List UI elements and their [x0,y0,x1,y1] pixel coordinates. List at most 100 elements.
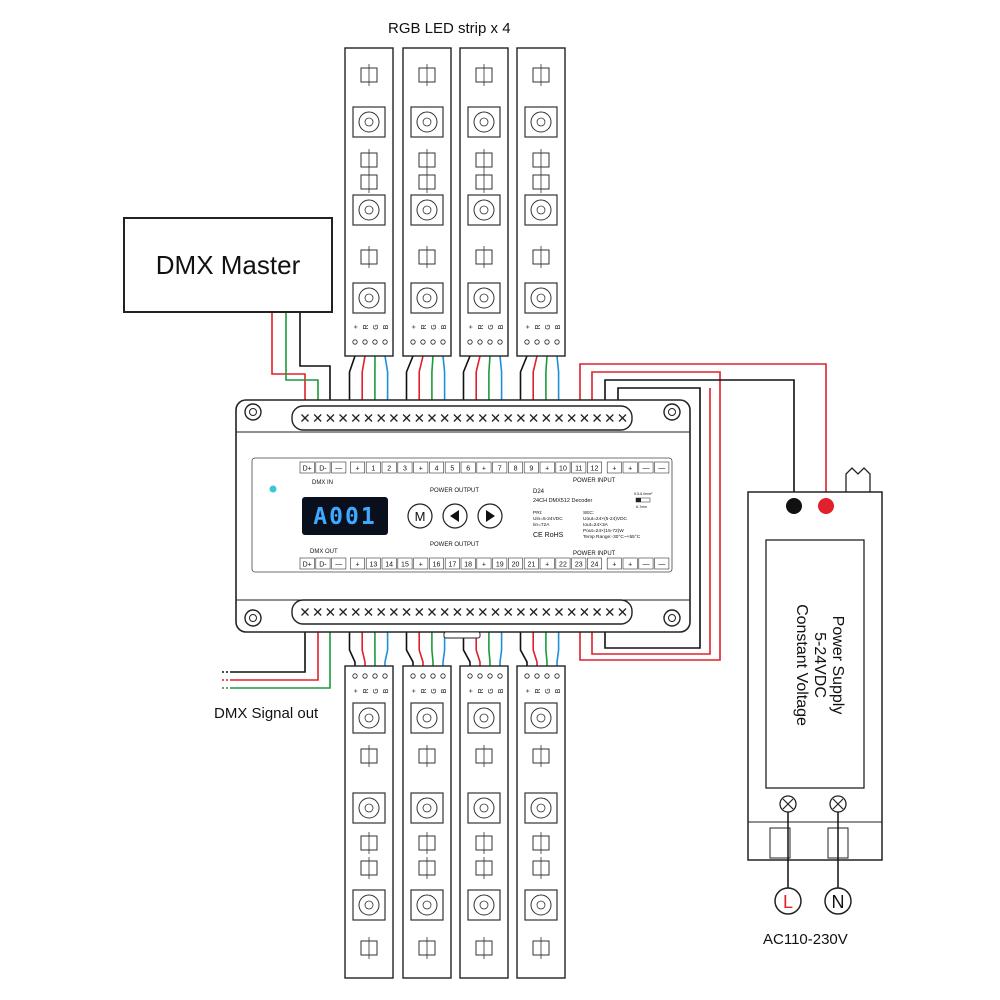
mount-hole-icon [249,614,257,622]
screw-x-stroke [567,414,576,422]
solder-pad-icon [554,339,560,345]
screw-x-stroke [542,414,551,422]
screw-x-stroke [478,608,487,616]
solder-pad-icon [534,339,540,345]
terminal-label: D+ [303,466,312,473]
model-number: D24 [533,489,545,495]
strip-pin-label: G [373,688,380,693]
terminal-label-box [606,461,622,474]
terminal-label-box [539,461,555,474]
led-chip-lens [358,199,380,221]
led-chip-core [479,117,489,127]
power-output-label-top: POWER OUTPUT [430,488,479,494]
led-chip-core [364,900,374,910]
terminal-label: 2 [387,466,391,473]
terminal-screw-icon [529,414,538,422]
screw-x-stroke [301,414,309,422]
terminal-label: 17 [448,562,456,569]
terminal-label: 14 [385,562,393,569]
screw-x-stroke [453,414,462,422]
terminal-label-box [350,557,365,570]
psu-line-1: Power Supply [829,616,846,715]
terminal-screw-icon [491,414,500,422]
dmx-out-label: DMX OUT [310,549,338,555]
terminal-screw-icon [351,608,360,616]
terminal-screw-icon [478,414,487,422]
solder-pad-icon [440,339,446,345]
terminal-screw-icon [402,414,411,422]
terminal-screw-icon [504,414,513,422]
terminal-label-box [654,461,670,474]
sec-spec-3: Pout=24×(15-72)W [583,528,624,534]
led-chip-lens [416,707,438,729]
terminal-label: 10 [559,466,567,473]
terminal-label: 19 [496,562,504,569]
terminal-label: + [612,562,616,569]
strip-pin-label: + [411,689,418,693]
dmx-master-label: DMX Master [155,250,301,280]
terminal-label: + [628,466,632,473]
screw-x-stroke [351,414,360,422]
terminal-screw-icon [440,414,449,422]
terminal-label-box [460,461,476,474]
dmx-out-wire [220,618,306,673]
screw-x-stroke [504,414,513,422]
terminal-screw-icon [466,608,475,616]
terminal-label-box [492,557,508,570]
screw-x-stroke [428,414,436,422]
power-in-wire [604,387,701,649]
strip-pin-label: G [431,324,438,329]
screw-x-stroke [402,608,411,616]
led-chip-lens [358,707,380,729]
led-chip-lens [358,894,380,916]
terminal-screw-icon [301,608,309,616]
terminal-label: 13 [369,562,377,569]
solder-pad-icon [362,339,368,345]
strip-pin-label: R [535,324,542,329]
psu-line-3: Constant Voltage [793,604,810,726]
solder-pad-icon [544,339,550,345]
mode-button[interactable] [407,503,433,529]
solder-pad-icon [410,673,416,679]
solder-pad-icon [372,673,378,679]
screw-x-stroke [618,608,627,616]
terminal-screw-icon [389,414,398,422]
strip-pin-label: G [488,324,495,329]
led-chip-lens [358,111,380,133]
terminal-label: 8 [514,466,518,473]
terminal-screw-icon [593,608,602,616]
neutral-terminal-label: N [832,892,845,912]
terminal-screw-icon [618,414,627,422]
strip-pin-label: R [363,688,370,693]
strip-pin-label: + [468,325,475,329]
led-chip-lens [416,894,438,916]
screw-x-stroke [593,608,602,616]
power-input-label-bottom: POWER INPUT [573,551,616,557]
screw-x-stroke [555,414,563,422]
terminal-screw-icon [377,608,386,616]
led-chip-lens [416,797,438,819]
terminal-label: 1 [371,466,375,473]
dmx-in-label: DMX IN [312,480,333,486]
screw-x-stroke [301,608,309,616]
strip-pin-label: R [363,324,370,329]
terminal-label-box [622,557,638,570]
strip-pin-label: B [498,688,505,693]
screw-x-stroke [326,414,335,422]
terminal-label: 7 [498,466,502,473]
model-description: 24CH DMX512 Decoder [533,498,592,504]
led-chip-lens [473,287,495,309]
terminal-label-box [397,557,413,570]
terminal-screw-icon [605,608,614,616]
power-supply-unit: Power Supply 5-24VDC Constant Voltage L … [747,467,883,915]
terminal-screw-icon [567,414,576,422]
terminal-screw-icon [339,414,348,422]
pri-spec-1: Uin=5-24VDC [533,516,563,522]
strip-pin-label: R [421,688,428,693]
terminal-screw-icon [440,608,449,616]
